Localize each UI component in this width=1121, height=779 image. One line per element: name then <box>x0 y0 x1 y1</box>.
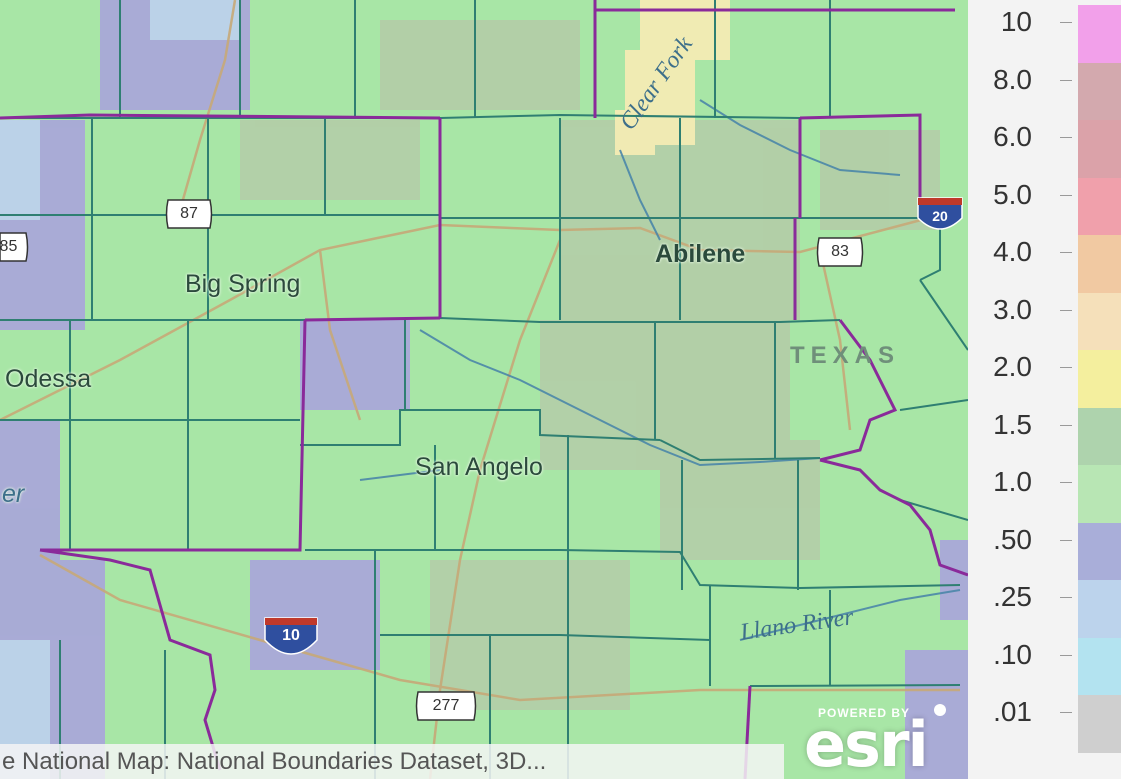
legend-color-swatch <box>1078 62 1121 121</box>
interstate-20-shield: 20 <box>918 202 962 230</box>
legend-tick-label: 2.0 <box>993 351 1032 382</box>
legend-tick-mark <box>1060 654 1072 656</box>
legend-tick-mark <box>1060 482 1072 483</box>
legend-tick-label: .01 <box>993 696 1032 727</box>
legend-color-swatch <box>1078 522 1121 581</box>
legend-color-swatch <box>1078 350 1121 408</box>
legend-color-swatch <box>1078 695 1121 753</box>
legend-tick-mark <box>1060 252 1072 253</box>
legend-tick-mark <box>1060 539 1072 541</box>
precip-map[interactable]: Abilene Big Spring Odessa San Angelo TEX… <box>0 0 968 779</box>
esri-logo[interactable]: POWERED BY esri <box>800 700 955 779</box>
legend-color-swatch <box>1078 580 1121 638</box>
edge-fragment-label: er <box>2 480 25 508</box>
map-canvas[interactable] <box>0 0 968 779</box>
us-385-shield: 385 <box>0 233 26 261</box>
us-87-shield: 87 <box>168 200 210 228</box>
legend-tick-label: 6.0 <box>993 121 1032 152</box>
city-label-abilene: Abilene <box>655 240 746 268</box>
legend-tick-mark <box>1060 194 1072 196</box>
precip-legend: 10 8.0 6.0 5.0 4.0 3.0 2.0 1.5 1.0 .50 .25 .10 .01 <box>968 0 1121 779</box>
legend-tick-mark <box>1060 79 1072 81</box>
legend-tick-label: 3.0 <box>993 293 1032 325</box>
legend-tick-label: 8.0 <box>993 63 1032 95</box>
legend-tick-label: .25 <box>993 581 1032 612</box>
esri-wordmark: esri <box>804 708 929 779</box>
legend-color-swatch <box>1078 177 1121 236</box>
legend-tick-label: 5.0 <box>993 178 1032 210</box>
us-83-shield: 83 <box>819 238 861 266</box>
legend-tick-label: .50 <box>993 523 1032 555</box>
legend-tick-mark <box>1060 367 1072 368</box>
legend-tick-label: 1.5 <box>993 408 1032 440</box>
legend-color-swatch <box>1078 465 1121 523</box>
legend-color-swatch <box>1078 637 1121 696</box>
legend-tick-label: .10 <box>993 638 1032 670</box>
legend-color-swatch <box>1078 292 1121 351</box>
legend-color-swatch <box>1078 235 1121 293</box>
legend-tick-label: 10 <box>1000 6 1032 37</box>
shield-number: 87 <box>180 205 198 222</box>
shield-number: 83 <box>831 243 849 260</box>
legend-tick-mark <box>1060 309 1072 311</box>
city-label-odessa: Odessa <box>5 365 92 393</box>
legend-tick-label: 4.0 <box>993 236 1032 267</box>
legend-tick-mark <box>1060 597 1072 598</box>
legend-tick-mark <box>1060 137 1072 138</box>
city-label-san-angelo: San Angelo <box>415 453 543 481</box>
state-label-texas: TEXAS <box>790 342 901 369</box>
legend-tick-mark <box>1060 22 1072 23</box>
shield-number: 277 <box>432 697 460 714</box>
interstate-10-shield: 10 <box>265 622 317 650</box>
shield-number: 385 <box>0 238 18 255</box>
legend-color-swatch <box>1078 407 1121 466</box>
legend-color-swatch <box>1078 5 1121 63</box>
legend-tick-mark <box>1060 424 1072 426</box>
esri-powered-by: POWERED BY <box>818 706 911 720</box>
shield-number: 10 <box>282 627 300 644</box>
city-label-big-spring: Big Spring <box>185 270 301 298</box>
map-attribution[interactable]: e National Map: National Boundaries Data… <box>0 744 784 779</box>
legend-tick-mark <box>1060 712 1072 713</box>
legend-color-swatch <box>1078 120 1121 178</box>
legend-tick-label: 1.0 <box>993 466 1032 497</box>
us-277-shield: 277 <box>418 692 474 720</box>
shield-number: 20 <box>932 208 948 224</box>
